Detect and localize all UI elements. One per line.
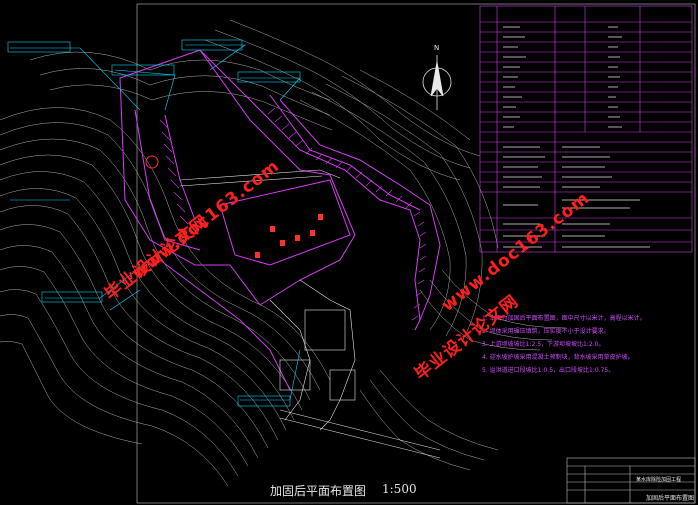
title-block-sheet: 加固后平面布置图 [646, 495, 695, 502]
design-note: 5. 溢洪道进口段坡比1:0.5，出口段坡比1:0.75。 [482, 367, 615, 374]
drawing-scale: 1:500 [382, 482, 417, 496]
title-block-project: 某水库除险加固工程 [636, 477, 682, 483]
design-note: 2. 坝体采用碾压填筑，压实度不小于设计要求。 [482, 328, 610, 335]
annotation-leaders [10, 44, 301, 401]
road-and-buildings [179, 169, 441, 459]
slope-hatching [159, 107, 427, 321]
data-table-grid [479, 5, 693, 253]
drawing-frame [136, 3, 696, 504]
design-note: 1. 本图为加固后平面布置图，图中尺寸以米计，高程以米计。 [482, 315, 646, 322]
drawing-title: 加固后平面布置图 [270, 484, 367, 498]
table-cell-marks [503, 26, 650, 248]
red-markers [145, 155, 323, 258]
title-block-grid [566, 457, 696, 504]
dam-structure [119, 49, 441, 391]
cyan-label-boxes [7, 39, 301, 407]
north-label: N [434, 44, 440, 52]
design-note: 4. 迎水坡护坡采用混凝土预制块，背水坡采用草皮护坡。 [482, 354, 634, 361]
contour-lines [0, 19, 567, 487]
north-arrow-icon [422, 55, 452, 110]
design-note: 3. 上游坝坡坡比1:2.5，下游坝坡坡比1:2.0。 [482, 341, 605, 348]
